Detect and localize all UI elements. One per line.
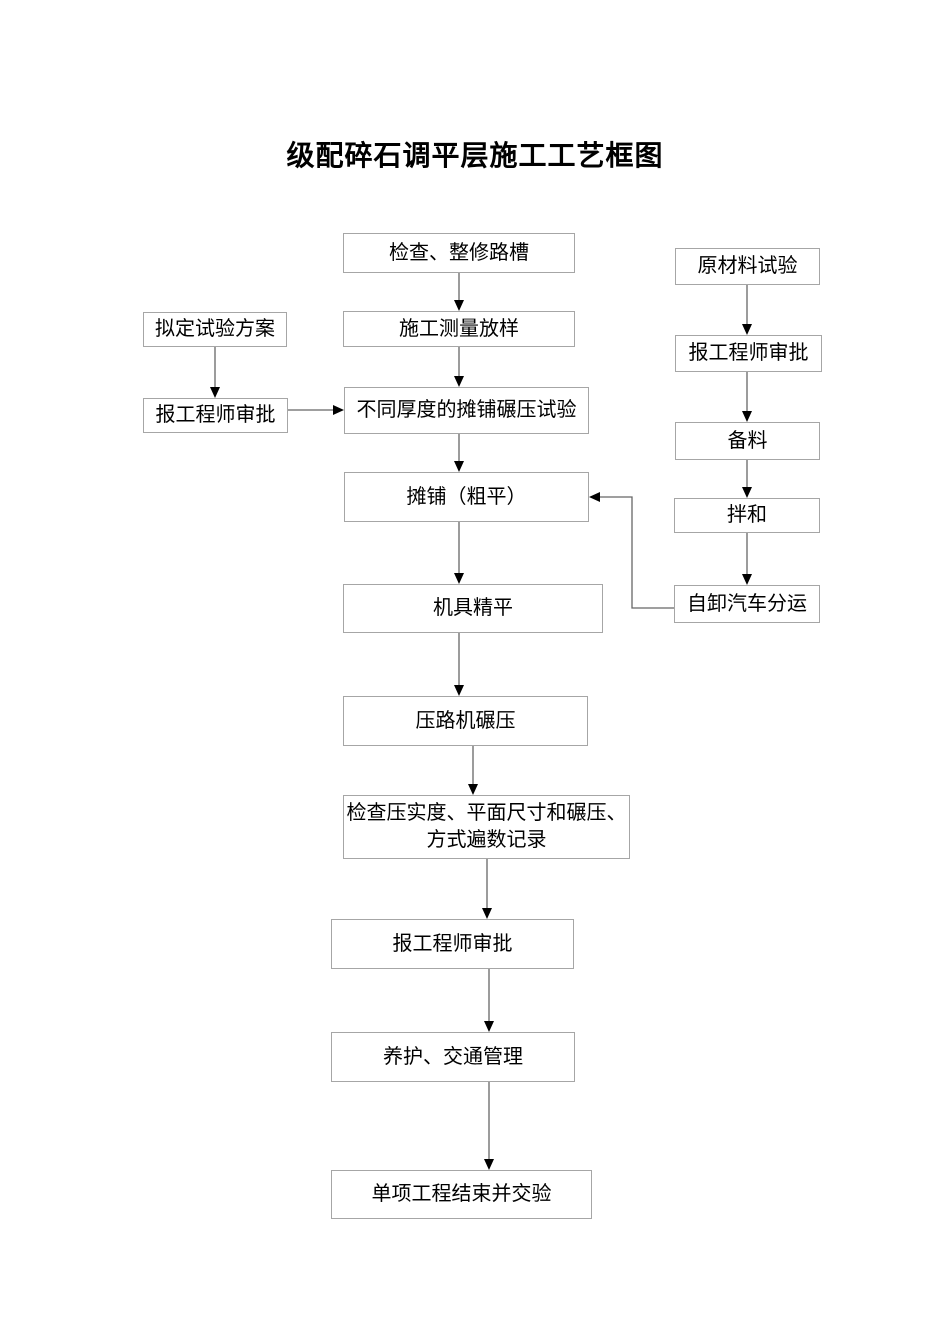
edge-paving-rough-to-machine-fine-leveling <box>454 522 464 584</box>
page-title: 级配碎石调平层施工工艺框图 <box>286 141 664 172</box>
flow-node-machine-fine-leveling: 机具精平 <box>343 584 603 633</box>
flow-node-engineer-approval-right: 报工程师审批 <box>675 335 822 372</box>
edge-thickness-test-to-paving-rough <box>454 434 464 472</box>
edge-engineer-approval-left-to-thickness-test <box>288 405 344 415</box>
flow-node-curing-traffic: 养护、交通管理 <box>331 1032 575 1082</box>
flow-node-mixing: 拌和 <box>674 498 820 533</box>
flow-node-inspect-repair-trough: 检查、整修路槽 <box>343 233 575 273</box>
flow-node-raw-material-test: 原材料试验 <box>675 248 820 285</box>
edge-engineer-approval-main-to-curing-traffic <box>484 969 494 1032</box>
flow-node-survey-layout: 施工测量放样 <box>343 311 575 347</box>
flow-node-engineer-approval-left: 报工程师审批 <box>143 398 288 433</box>
flow-node-roller-compaction: 压路机碾压 <box>343 696 588 746</box>
edge-mixing-to-dump-truck <box>742 533 752 585</box>
flow-node-thickness-test: 不同厚度的摊铺碾压试验 <box>344 387 589 434</box>
edge-engineer-approval-right-to-material-preparation <box>742 372 752 422</box>
edge-curing-traffic-to-project-completion <box>484 1082 494 1170</box>
edge-draft-test-plan-to-engineer-approval-left <box>210 347 220 398</box>
flow-node-check-records: 检查压实度、平面尺寸和碾压、 方式遍数记录 <box>343 795 630 859</box>
flow-node-paving-rough: 摊铺（粗平） <box>344 472 589 522</box>
flow-node-project-completion: 单项工程结束并交验 <box>331 1170 592 1219</box>
edge-dump-truck-to-paving-rough <box>589 492 674 609</box>
flow-node-material-preparation: 备料 <box>675 422 820 460</box>
edge-roller-compaction-to-check-records <box>468 746 478 795</box>
flow-node-engineer-approval-main: 报工程师审批 <box>331 919 574 969</box>
edge-inspect-repair-trough-to-survey-layout <box>454 273 464 311</box>
edge-machine-fine-leveling-to-roller-compaction <box>454 633 464 696</box>
edge-check-records-to-engineer-approval-main <box>482 859 492 919</box>
edge-raw-material-test-to-engineer-approval-right <box>742 285 752 335</box>
edge-material-preparation-to-mixing <box>742 460 752 498</box>
flow-node-dump-truck: 自卸汽车分运 <box>674 585 820 623</box>
edge-survey-layout-to-thickness-test <box>454 347 464 387</box>
flow-node-draft-test-plan: 拟定试验方案 <box>143 312 287 347</box>
